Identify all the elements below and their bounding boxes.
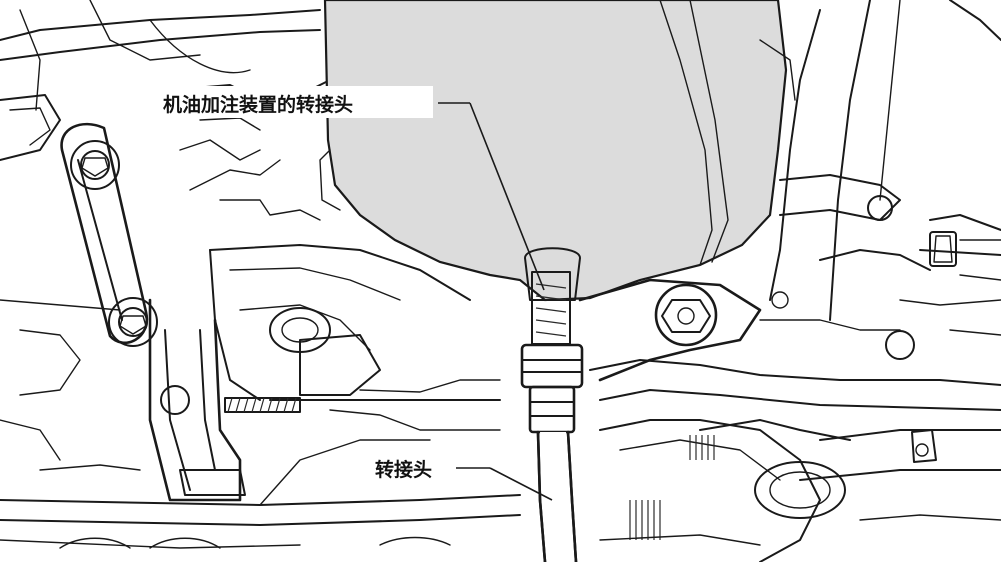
leader-line-oil-filler-adapter-diagonal [469,102,545,291]
callout-adapter: 转接头 [372,452,553,501]
lower-left-bracket [0,298,246,502]
leader-line-adapter-diagonal [489,467,553,501]
bottom-left-housing [0,439,521,549]
center-housing [209,244,501,431]
callout-oil-filler-adapter: 机油加注装置的转接头 [158,86,545,291]
oil-reservoir [319,0,796,302]
mount-bracket [578,278,1001,411]
right-structure [769,0,1001,360]
filler-hose-assembly [520,247,584,562]
lower-right-housing [599,419,1001,562]
callout-adapter-label: 转接头 [375,458,432,481]
callout-oil-filler-adapter-label: 机油加注装置的转接头 [163,93,353,116]
link-arm [60,122,158,347]
